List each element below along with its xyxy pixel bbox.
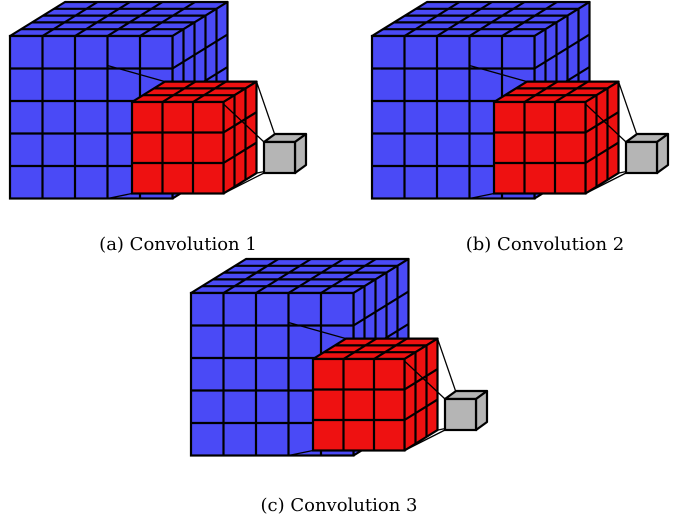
connection-line [436, 338, 457, 393]
connection-line [223, 103, 265, 143]
kernel-volume-top-grid [373, 337, 408, 360]
connection-line [107, 192, 133, 200]
kernel-volume-side-face [584, 80, 620, 195]
kernel-volume-side-grid [403, 368, 439, 391]
caption-c: (c) Convolution 3 [261, 495, 418, 516]
kernel-volume-top-grid [192, 80, 227, 103]
output-cube-side-face [293, 132, 308, 175]
kernel-volume-top-grid [523, 80, 559, 103]
panel-convolution-1 [8, 0, 308, 200]
input-volume-top-grid [468, 1, 526, 37]
input-volume-side-grid [352, 290, 410, 327]
connection-line [469, 192, 495, 200]
output-cube [262, 132, 308, 175]
kernel-volume-side-grid [403, 398, 439, 421]
input-volume-top-grid [139, 1, 196, 37]
input-volume-top-grid [74, 1, 131, 37]
output-cube-side-face [474, 389, 489, 432]
caption-a: (a) Convolution 1 [99, 234, 257, 255]
connection-line [404, 360, 446, 400]
kernel-volume-side-grid [584, 141, 620, 164]
connection-line [107, 64, 166, 83]
kernel-volume-front-face [311, 357, 406, 452]
kernel-volume-side-grid [222, 141, 258, 164]
connection-line [469, 64, 528, 83]
kernel-volume-side-face [403, 337, 439, 452]
panel-convolution-3 [189, 257, 489, 457]
output-cube [443, 389, 489, 432]
connection-line [585, 103, 627, 143]
input-volume-top-grid [287, 258, 345, 294]
output-cube-front-face [262, 140, 297, 175]
panel-convolution-2 [370, 0, 670, 200]
kernel-volume-side-grid [222, 111, 258, 134]
kernel-volume-side-grid [584, 111, 620, 134]
input-volume-side-grid [171, 33, 229, 70]
connection-line [223, 172, 265, 195]
input-volume-top-grid [320, 258, 377, 294]
caption-b: (b) Convolution 2 [466, 234, 624, 255]
connection-line [404, 429, 446, 452]
kernel-volume [492, 80, 620, 195]
output-cube [624, 132, 670, 175]
kernel-volume-top-grid [554, 80, 589, 103]
input-volume-top-grid [501, 1, 558, 37]
kernel-volume-front-face [130, 100, 225, 195]
input-volume-top-grid [41, 1, 99, 37]
connection-line [617, 81, 638, 136]
kernel-volume-top-grid [161, 80, 197, 103]
output-cube-side-face [655, 132, 670, 175]
input-volume-top-grid [436, 1, 493, 37]
connection-line [585, 172, 627, 195]
input-volume-top-grid [255, 258, 312, 294]
input-volume-top-grid [222, 258, 280, 294]
output-cube-front-face [443, 397, 478, 432]
connection-line [255, 81, 276, 136]
kernel-volume [311, 337, 439, 452]
kernel-volume-top-grid [342, 337, 378, 360]
kernel-volume [130, 80, 258, 195]
kernel-volume-side-face [222, 80, 258, 195]
input-volume-top-grid [106, 1, 164, 37]
connection-line [288, 449, 314, 457]
connection-line [288, 321, 347, 340]
kernel-volume-front-face [492, 100, 587, 195]
output-cube-front-face [624, 140, 659, 175]
input-volume-top-grid [403, 1, 461, 37]
input-volume-side-grid [533, 33, 591, 70]
